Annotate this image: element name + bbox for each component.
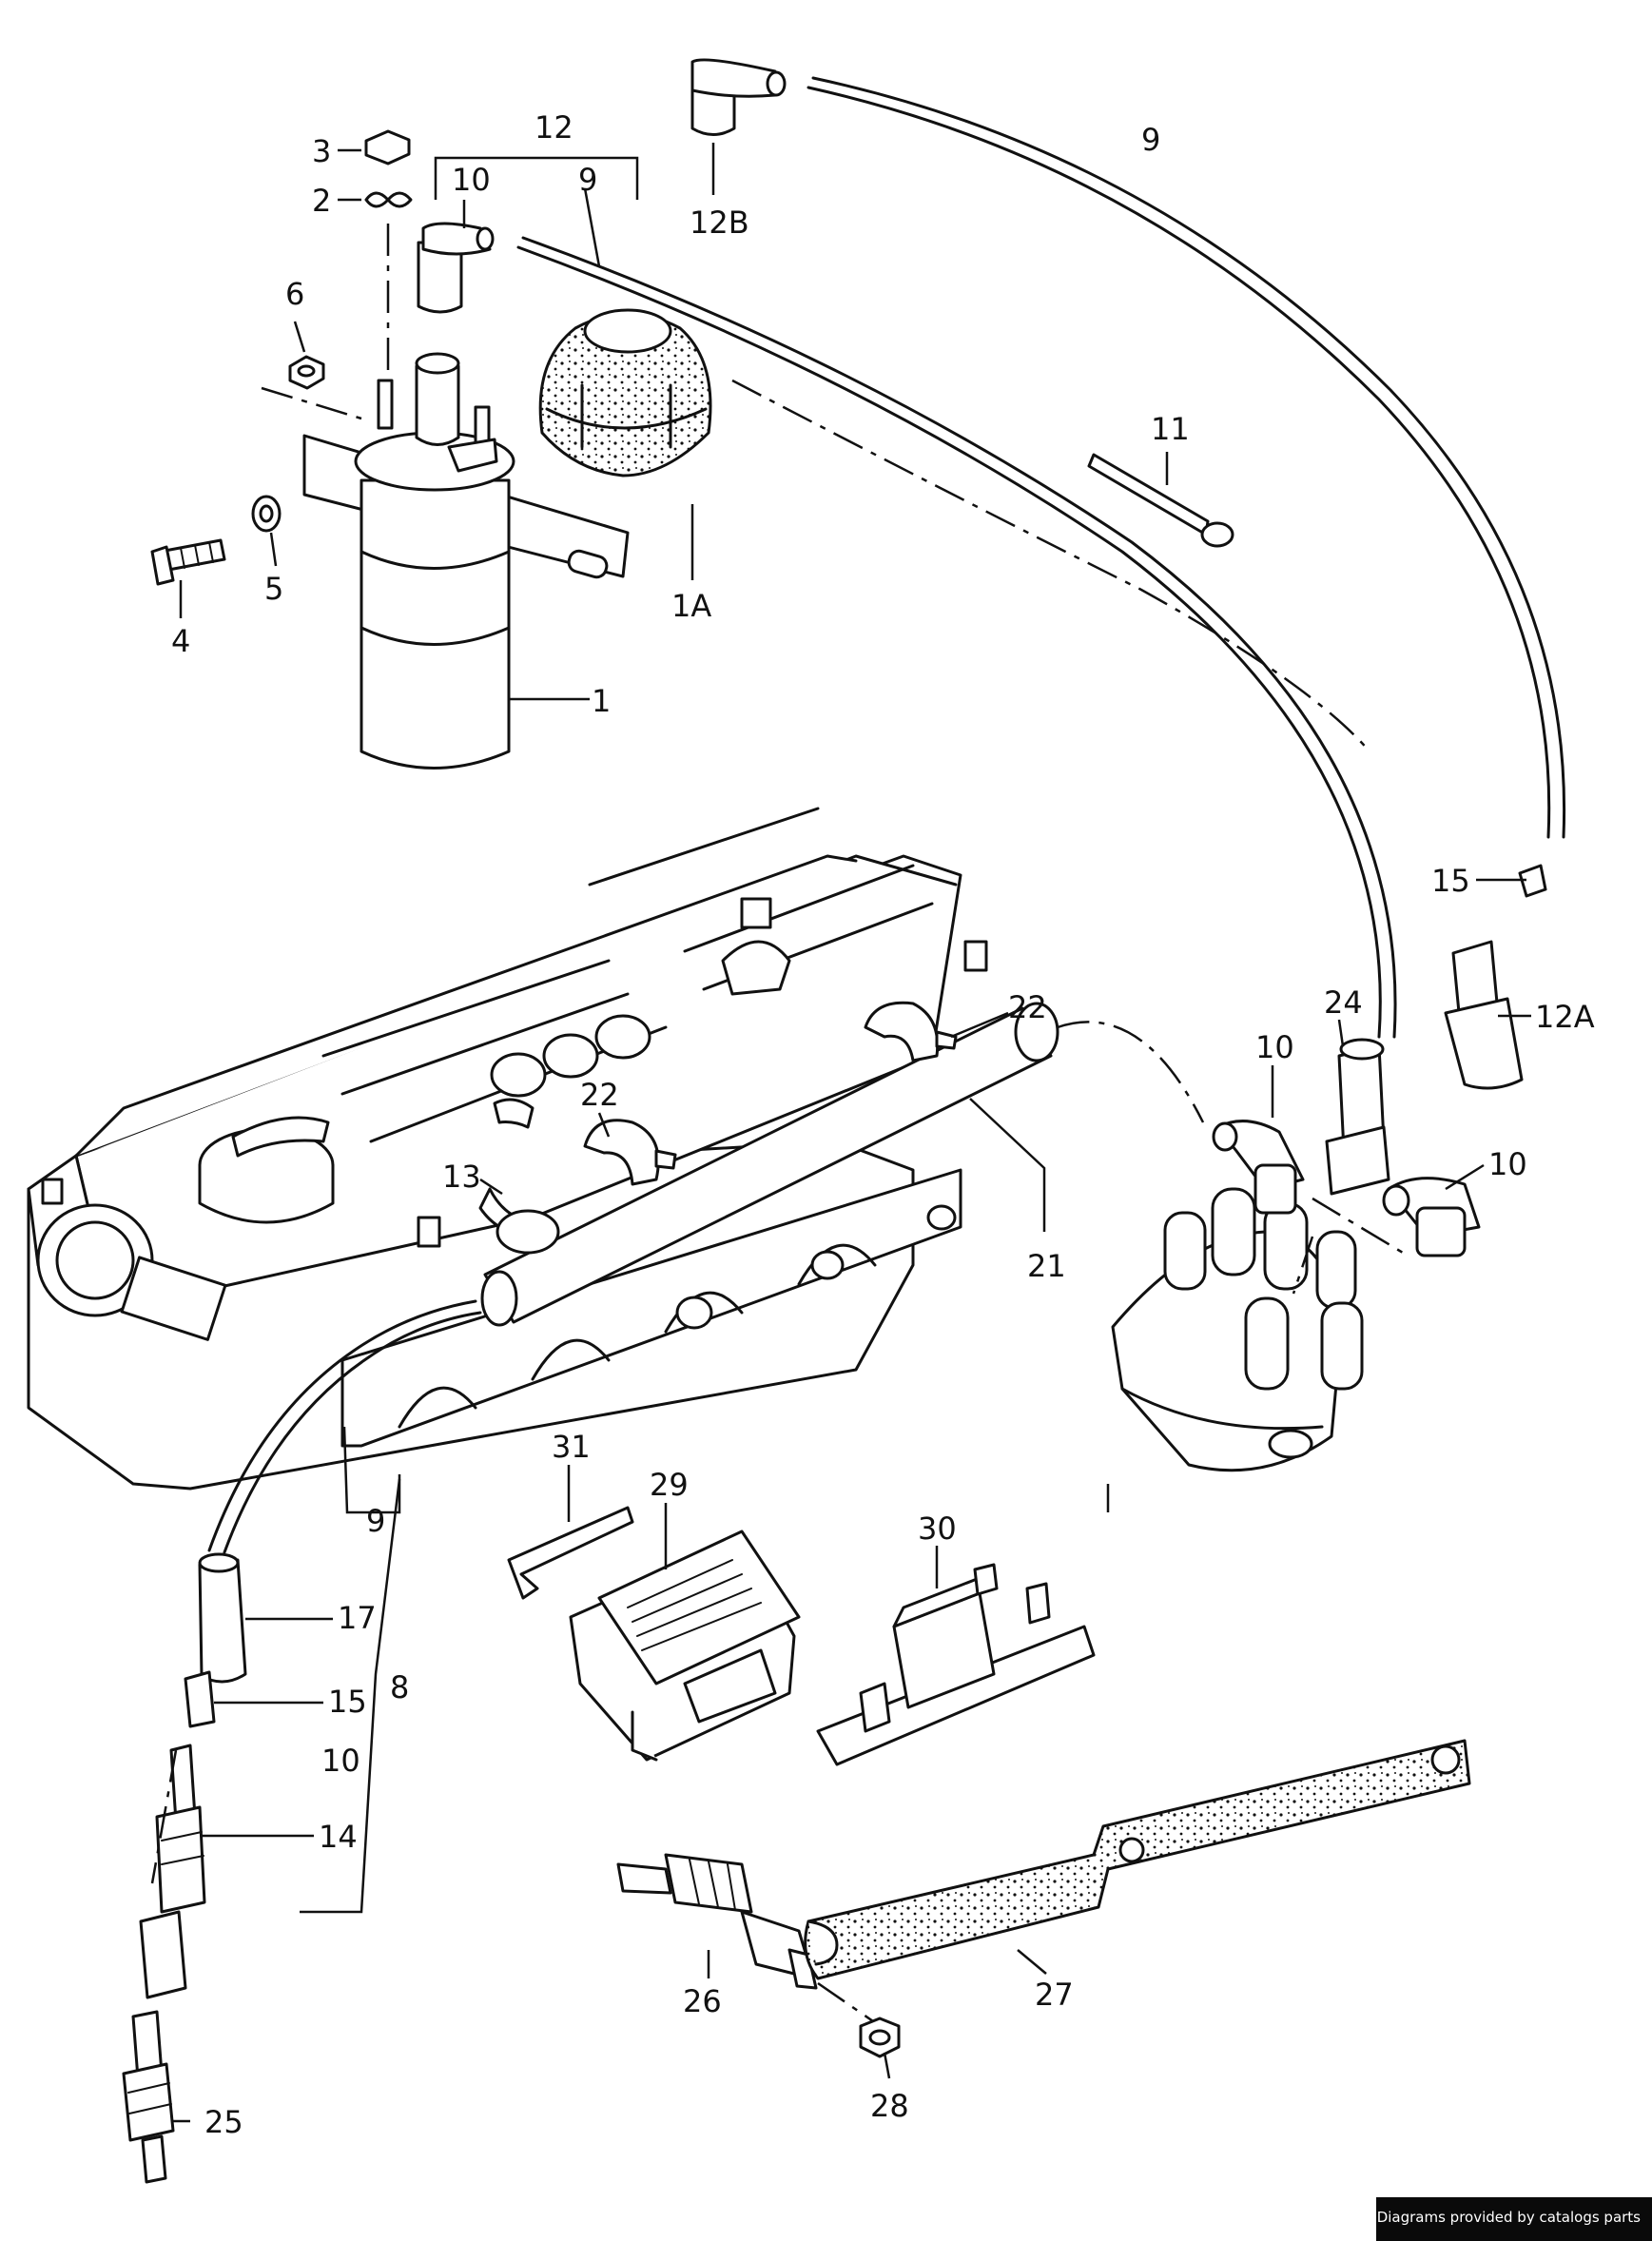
label-11: 11: [1151, 411, 1190, 447]
label-10-right: 10: [1488, 1146, 1527, 1182]
insulator-31: [507, 1506, 634, 1600]
label-2: 2: [312, 183, 331, 219]
label-12A: 12A: [1535, 999, 1595, 1035]
intake-manifold: [340, 1168, 962, 1448]
clip-15-upper: [1518, 864, 1547, 898]
hex-nut-3: [364, 129, 411, 166]
label-24: 24: [1324, 984, 1363, 1021]
lock-washer-2: [364, 191, 413, 208]
clip-15-lower: [184, 1670, 216, 1728]
label-3: 3: [312, 133, 331, 169]
label-12: 12: [534, 109, 573, 146]
ignition-lead-top-b: [811, 76, 1566, 839]
label-17: 17: [338, 1600, 377, 1636]
ignition-coil: [302, 352, 630, 770]
label-31: 31: [552, 1429, 591, 1465]
cap-routing-line: [1292, 1236, 1314, 1295]
label-6: 6: [285, 276, 304, 312]
rail-routing-line: [1057, 1021, 1205, 1123]
glow-plug-26: [616, 1853, 818, 1990]
ignition-lead-mid-a: [516, 245, 1382, 1039]
relay-30: [816, 1563, 1096, 1766]
connector-10-top: [417, 222, 495, 314]
cable-tie: [1087, 453, 1234, 548]
lead-9-lower-bracket: [342, 1426, 401, 1514]
footer-credit-text: Diagrams provided by catalogs parts: [1376, 2209, 1641, 2226]
lead-9-upper-pointer: [583, 187, 601, 267]
lead-lower-a: [207, 1299, 477, 1552]
label-1A: 1A: [671, 588, 711, 624]
coil-nut: [288, 355, 325, 390]
label-9-top: 9: [1141, 122, 1160, 158]
label-21: 21: [1027, 1248, 1066, 1284]
glow-relay-29: [569, 1530, 801, 1762]
connector-10-right: [1382, 1177, 1481, 1257]
nut-28: [859, 2017, 901, 2058]
label-14: 14: [319, 1819, 358, 1855]
ignition-lead-mid-b: [521, 236, 1397, 1039]
label-30: 30: [918, 1510, 957, 1547]
label-1: 1: [592, 683, 611, 719]
connector-12A: [1444, 940, 1524, 1090]
label-28: 28: [870, 2088, 909, 2124]
label-10-mid: 10: [1255, 1029, 1294, 1065]
label-22-lower: 22: [580, 1077, 619, 1113]
connector-24: [1325, 1038, 1390, 1196]
nut-routing-line: [817, 1981, 874, 2023]
label-26: 26: [683, 1983, 722, 2019]
distributor-cap: [1111, 1187, 1364, 1472]
label-9-upper: 9: [578, 162, 597, 198]
label-25: 25: [204, 2104, 243, 2140]
plug-routing-line: [150, 1749, 178, 1884]
lead-lower-b: [223, 1311, 482, 1554]
label-12B: 12B: [690, 205, 749, 241]
ignition-rail: [480, 1002, 1059, 1327]
label-29: 29: [650, 1467, 689, 1503]
label-15-lower: 15: [328, 1684, 367, 1720]
connector-10-left: [1212, 1120, 1305, 1215]
spark-plug-terminal-14: [155, 1744, 206, 1914]
footer-credit-badge: Diagrams provided by catalogs parts: [1376, 2197, 1652, 2241]
leader-lines: [171, 143, 1531, 2123]
spark-plug-25: [122, 2010, 175, 2184]
part-labels: 3 2 6 4 5 1 1A 12B 12 10 9 9 11 15 12A 2…: [171, 109, 1595, 2140]
label-27: 27: [1035, 1977, 1074, 2013]
clamp-13: [478, 1098, 560, 1255]
coil-bolt: [150, 538, 226, 586]
label-5: 5: [264, 571, 283, 607]
lead-routing-line: [731, 379, 1370, 752]
label-10-top: 10: [452, 162, 491, 198]
bus-bar-27: [804, 1739, 1471, 1980]
label-9-lower: 9: [366, 1503, 385, 1539]
label-22-upper: 22: [1008, 989, 1047, 1025]
assembly-line-nut: [261, 386, 362, 420]
label-4: 4: [171, 623, 190, 659]
ignition-lead-top-a: [807, 86, 1551, 839]
label-15-upper: 15: [1431, 863, 1470, 899]
label-8: 8: [390, 1669, 409, 1705]
lead-8-bracket: [300, 1478, 401, 1914]
label-10-lower: 10: [321, 1743, 360, 1779]
connector-12B: [690, 58, 787, 136]
spark-plug-connector-17: [198, 1552, 247, 1684]
connector-routing-line: [1312, 1197, 1409, 1257]
label-13: 13: [442, 1159, 481, 1195]
spark-plug-boot: [139, 1910, 187, 1999]
suppression-cap: [538, 308, 712, 477]
coil-washer-hole: [259, 504, 274, 523]
